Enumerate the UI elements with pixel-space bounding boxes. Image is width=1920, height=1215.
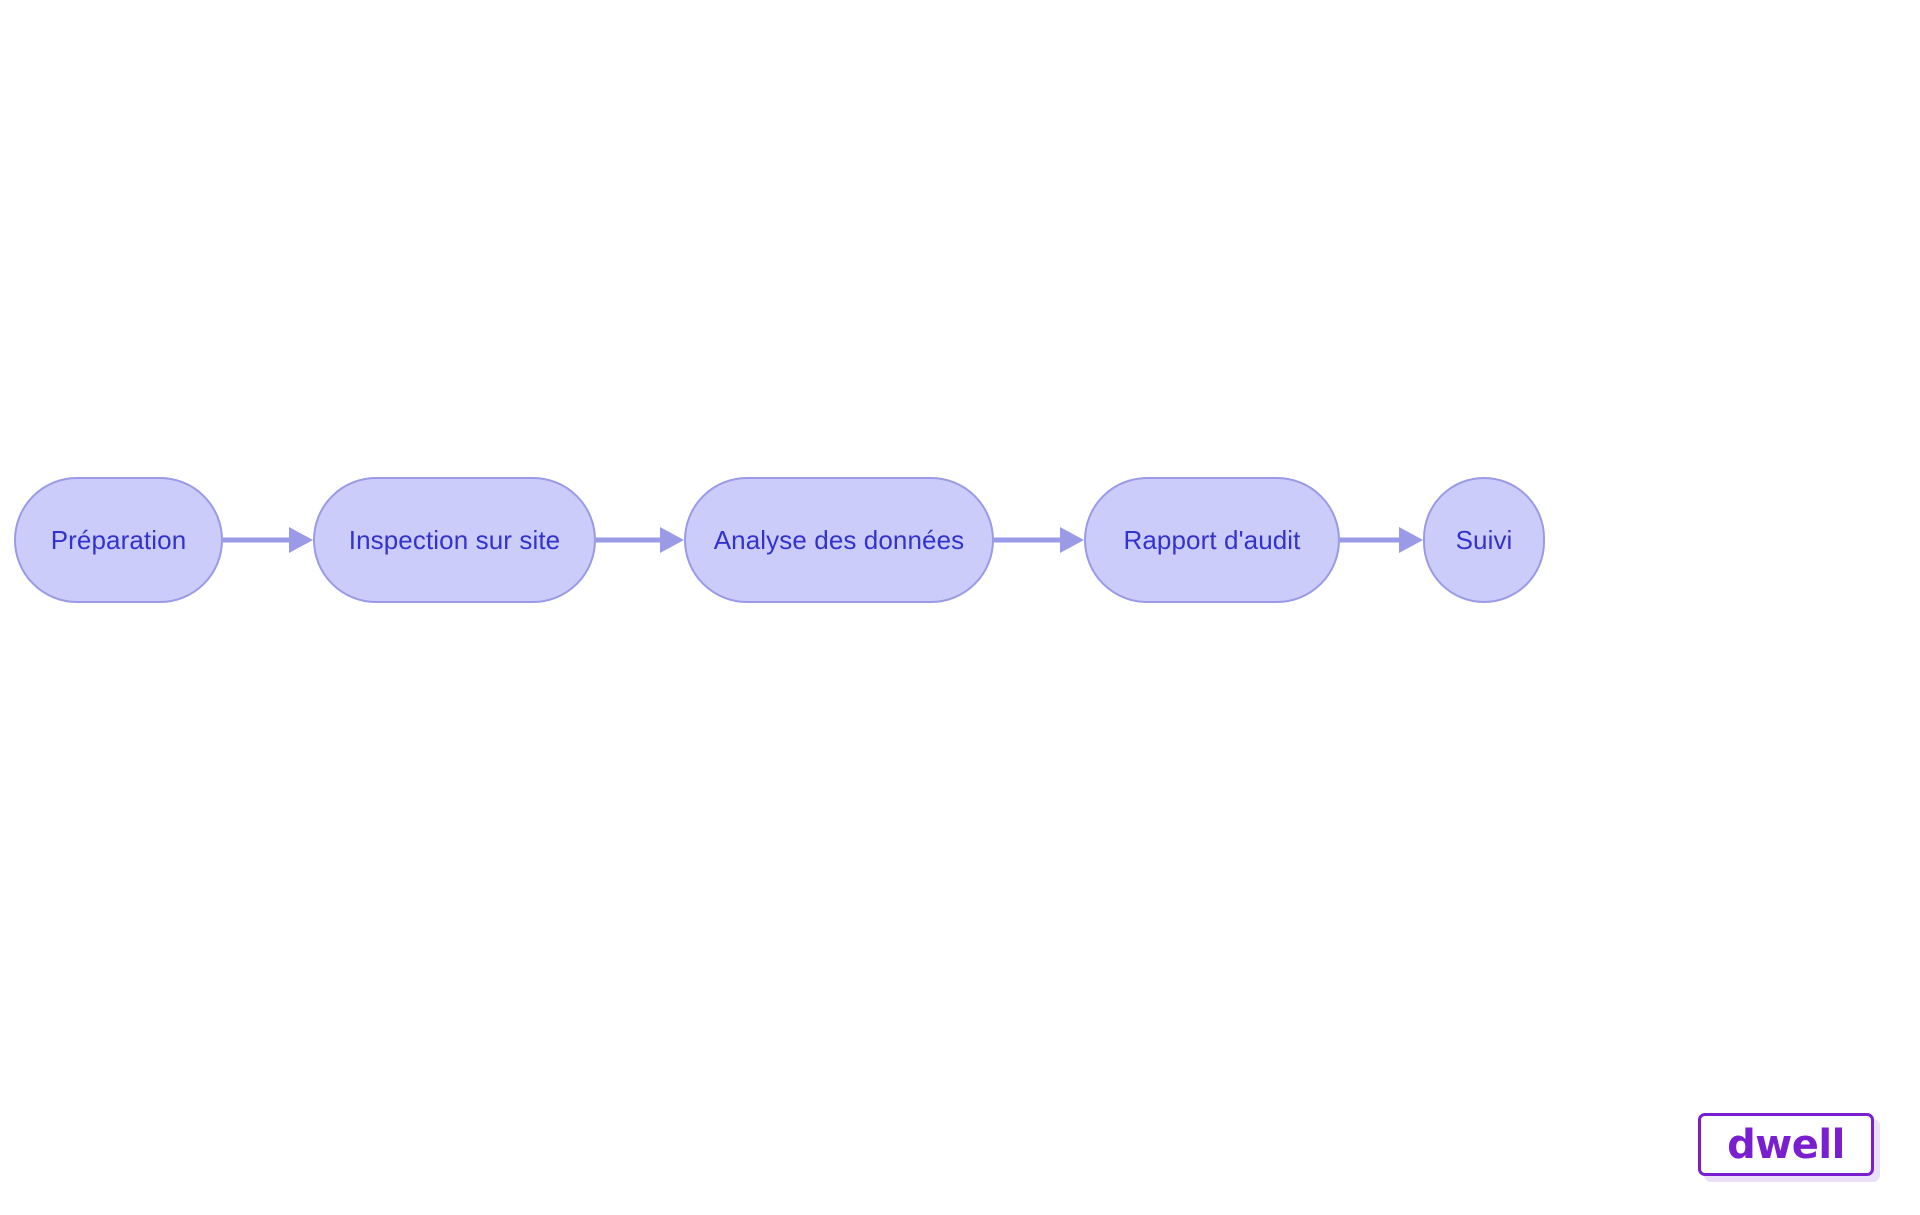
flow-node-inspection-sur-site[interactable]: Inspection sur site xyxy=(313,477,596,603)
arrow-head-icon xyxy=(1399,527,1423,553)
flow-node-analyse-des-donnees[interactable]: Analyse des données xyxy=(684,477,994,603)
flow-node-suivi[interactable]: Suivi xyxy=(1423,477,1545,603)
flow-node-label: Préparation xyxy=(50,525,187,555)
arrow-line xyxy=(1340,537,1401,543)
dwell-logo-text: dwell xyxy=(1727,1121,1845,1168)
flow-arrow-preparation-to-inspection-sur-site xyxy=(223,477,313,603)
arrow-line xyxy=(223,537,291,543)
arrow-head-icon xyxy=(1060,527,1084,553)
flow-arrow-rapport-d-audit-to-suivi xyxy=(1340,477,1423,603)
flow-node-label: Analyse des données xyxy=(713,525,965,555)
flowchart-sequence: Préparation Inspection sur site Analyse … xyxy=(0,477,1920,603)
flow-node-label: Suivi xyxy=(1455,525,1513,555)
arrow-head-icon xyxy=(660,527,684,553)
arrow-line xyxy=(596,537,662,543)
arrow-line xyxy=(994,537,1062,543)
flow-node-rapport-d-audit[interactable]: Rapport d'audit xyxy=(1084,477,1340,603)
flow-node-label: Rapport d'audit xyxy=(1123,525,1301,555)
flow-arrow-analyse-des-donnees-to-rapport-d-audit xyxy=(994,477,1084,603)
flow-node-preparation[interactable]: Préparation xyxy=(14,477,223,603)
dwell-watermark-logo: dwell xyxy=(1698,1113,1874,1176)
flow-node-label: Inspection sur site xyxy=(348,525,561,555)
arrow-head-icon xyxy=(289,527,313,553)
flow-arrow-inspection-sur-site-to-analyse-des-donnees xyxy=(596,477,684,603)
